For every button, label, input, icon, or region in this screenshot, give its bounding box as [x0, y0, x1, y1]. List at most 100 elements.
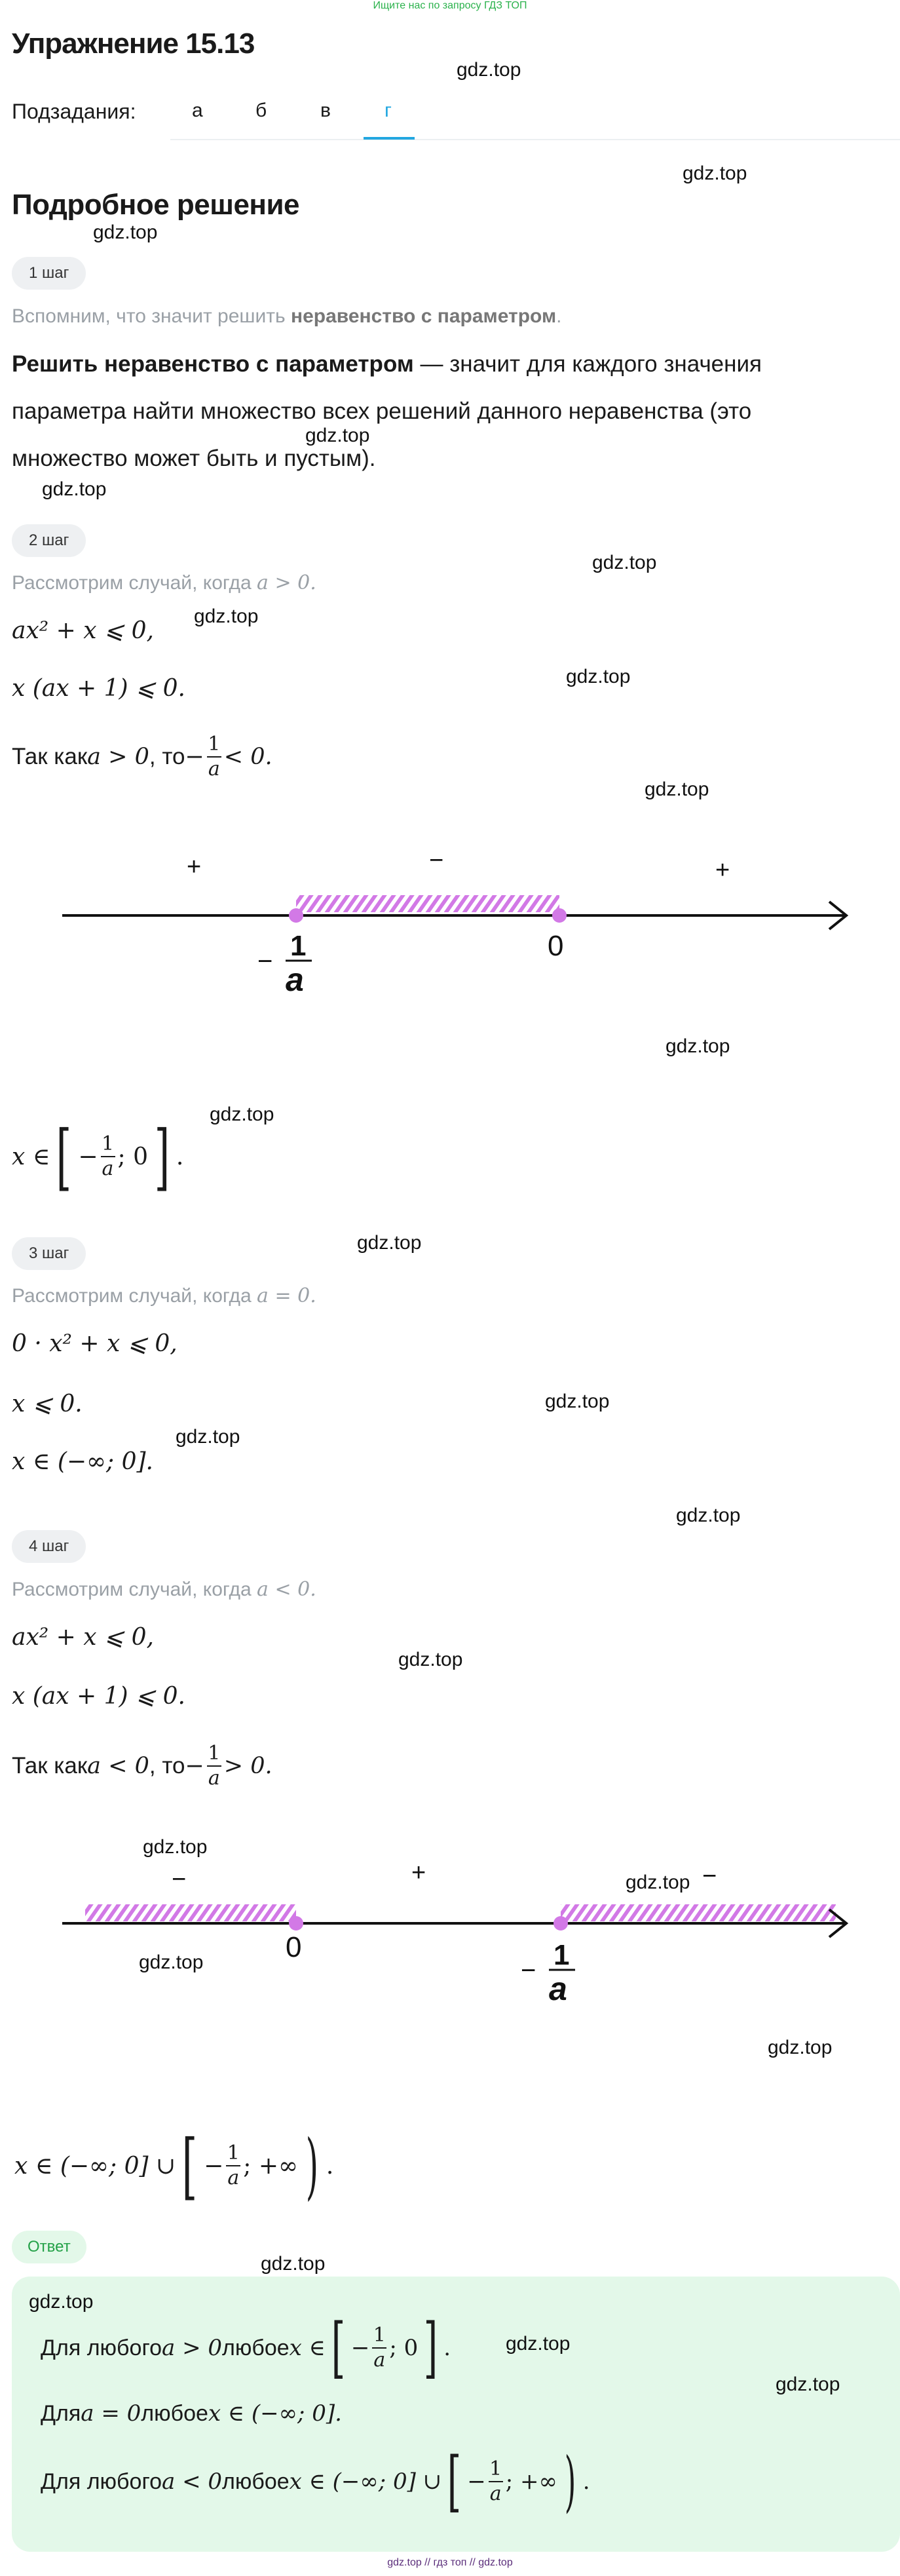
hatch-left [85, 1904, 296, 1921]
step-4-eq-2: x (ax + 1) ⩽ 0. [12, 1683, 185, 1710]
top-banner[interactable]: Ищите нас по запросу ГДЗ ТОП [373, 0, 527, 11]
watermark: gdz.top [776, 2374, 840, 2395]
watermark: gdz.top [398, 1649, 463, 1670]
case-text: Рассмотрим случай, когда [12, 1285, 257, 1307]
definition-text: — значит для каждого значения [413, 351, 762, 377]
period: . [582, 2469, 590, 2495]
tab-b[interactable]: б [255, 100, 267, 121]
sign-left: − [172, 1866, 186, 1893]
since-text: Так как [12, 1753, 88, 1778]
since-end: > 0. [223, 1753, 272, 1779]
case-math: a = 0. [257, 1284, 316, 1307]
number-line-1: + − + − 1 a 0 [62, 847, 849, 998]
sign-right: − [702, 1862, 717, 1890]
since-text: Так как [12, 744, 88, 769]
since-cond: a < 0 [87, 1753, 149, 1779]
right-bracket: ] [424, 2309, 438, 2386]
since-mid: , то [149, 744, 185, 769]
tab-g[interactable]: г [384, 100, 392, 121]
point-right [553, 1916, 568, 1931]
watermark: gdz.top [42, 478, 107, 500]
answer-line-3: Для любого a < 0 любое x ∈ (−∞; 0] ∪ [ −… [41, 2439, 590, 2524]
period: . [443, 2335, 451, 2361]
fraction-num: 1 [373, 2324, 386, 2347]
minus-sign: − [204, 2152, 224, 2180]
tab-v[interactable]: в [320, 100, 331, 121]
watermark: gdz.top [210, 1104, 274, 1125]
left-bracket: [ [56, 1115, 72, 1199]
left-bracket: [ [331, 2309, 346, 2386]
minus-sign: − [185, 1753, 204, 1779]
left-bracket: [ [447, 2443, 462, 2520]
step-4-eq-1: ax² + x ⩽ 0, [12, 1624, 154, 1651]
case-text: Рассмотрим случай, когда [12, 572, 257, 594]
footer[interactable]: gdz.top // гдз топ // gdz.top [387, 2557, 513, 2568]
step-2-eq-2: x (ax + 1) ⩽ 0. [12, 675, 185, 702]
sign-middle: + [411, 1859, 426, 1887]
answer-tail: ; +∞ [243, 2152, 298, 2180]
answer-line-2: Для a = 0 любое x ∈ (−∞; 0]. [41, 2397, 342, 2430]
definition-line-1: Решить неравенство с параметром — значит… [12, 351, 762, 377]
sign-middle: − [429, 847, 443, 874]
label-minus: − [521, 1956, 536, 1985]
watermark: gdz.top [139, 1951, 204, 1973]
answer-x: x ∈ (−∞; 0]. [208, 2400, 342, 2427]
answer-cond: a = 0 [81, 2400, 141, 2427]
fraction-num: 1 [101, 1132, 115, 1155]
label-den: a [549, 1970, 567, 2007]
watermark: gdz.top [93, 221, 158, 243]
watermark: gdz.top [592, 552, 657, 573]
minus-sign: − [467, 2469, 486, 2495]
answer-x: x ∈ (−∞; 0] ∪ [289, 2469, 442, 2495]
watermark: gdz.top [194, 606, 259, 627]
tab-a[interactable]: а [192, 100, 203, 121]
fraction-den: a [102, 1157, 114, 1180]
point-left [289, 908, 303, 923]
watermark: gdz.top [545, 1391, 610, 1412]
minus-sign: − [185, 744, 204, 770]
answer-prefix: x ∈ (−∞; 0] ∪ [14, 2152, 176, 2180]
answer-box [12, 2277, 900, 2552]
since-cond: a > 0 [87, 744, 149, 770]
answer-text: Для любого [41, 2469, 162, 2494]
answer-cond: a > 0 [162, 2335, 223, 2361]
step-1-intro: Вспомним, что значит решить неравенство … [12, 305, 562, 328]
fraction-den: a [227, 2166, 240, 2189]
point-zero [552, 908, 567, 923]
answer-x: x ∈ [289, 2335, 326, 2361]
fraction-num: 1 [208, 733, 221, 756]
since-end: < 0. [223, 744, 272, 770]
step-4-badge: 4 шаг [12, 1530, 86, 1563]
answer-tail: ; +∞ [505, 2469, 557, 2495]
definition-line-3: множество может быть и пустым). [12, 446, 376, 471]
answer-tail: ; 0 [117, 1143, 148, 1170]
step-2-case: Рассмотрим случай, когда a > 0. [12, 571, 316, 594]
intro-text: Вспомним, что значит решить [12, 305, 291, 327]
watermark: gdz.top [676, 1505, 741, 1526]
left-bracket: [ [181, 2124, 198, 2208]
answer-prefix: x ∈ [12, 1143, 50, 1170]
answer-tail: ; 0 [389, 2335, 419, 2361]
step-3-eq-3: x ∈ (−∞; 0]. [12, 1448, 153, 1475]
hatch-right [561, 1904, 836, 1921]
fraction-num: 1 [208, 1742, 221, 1765]
point-zero [289, 1916, 303, 1931]
case-math: a < 0. [257, 1578, 316, 1601]
sign-left: + [187, 853, 201, 881]
watermark: gdz.top [357, 1232, 422, 1254]
watermark: gdz.top [506, 2333, 571, 2355]
hatch-interval [296, 895, 559, 912]
step-3-eq-1: 0 · x² + x ⩽ 0, [12, 1330, 178, 1357]
minus-sign: − [78, 1143, 98, 1170]
right-paren: ) [564, 2443, 576, 2520]
step-1-badge: 1 шаг [12, 257, 86, 290]
